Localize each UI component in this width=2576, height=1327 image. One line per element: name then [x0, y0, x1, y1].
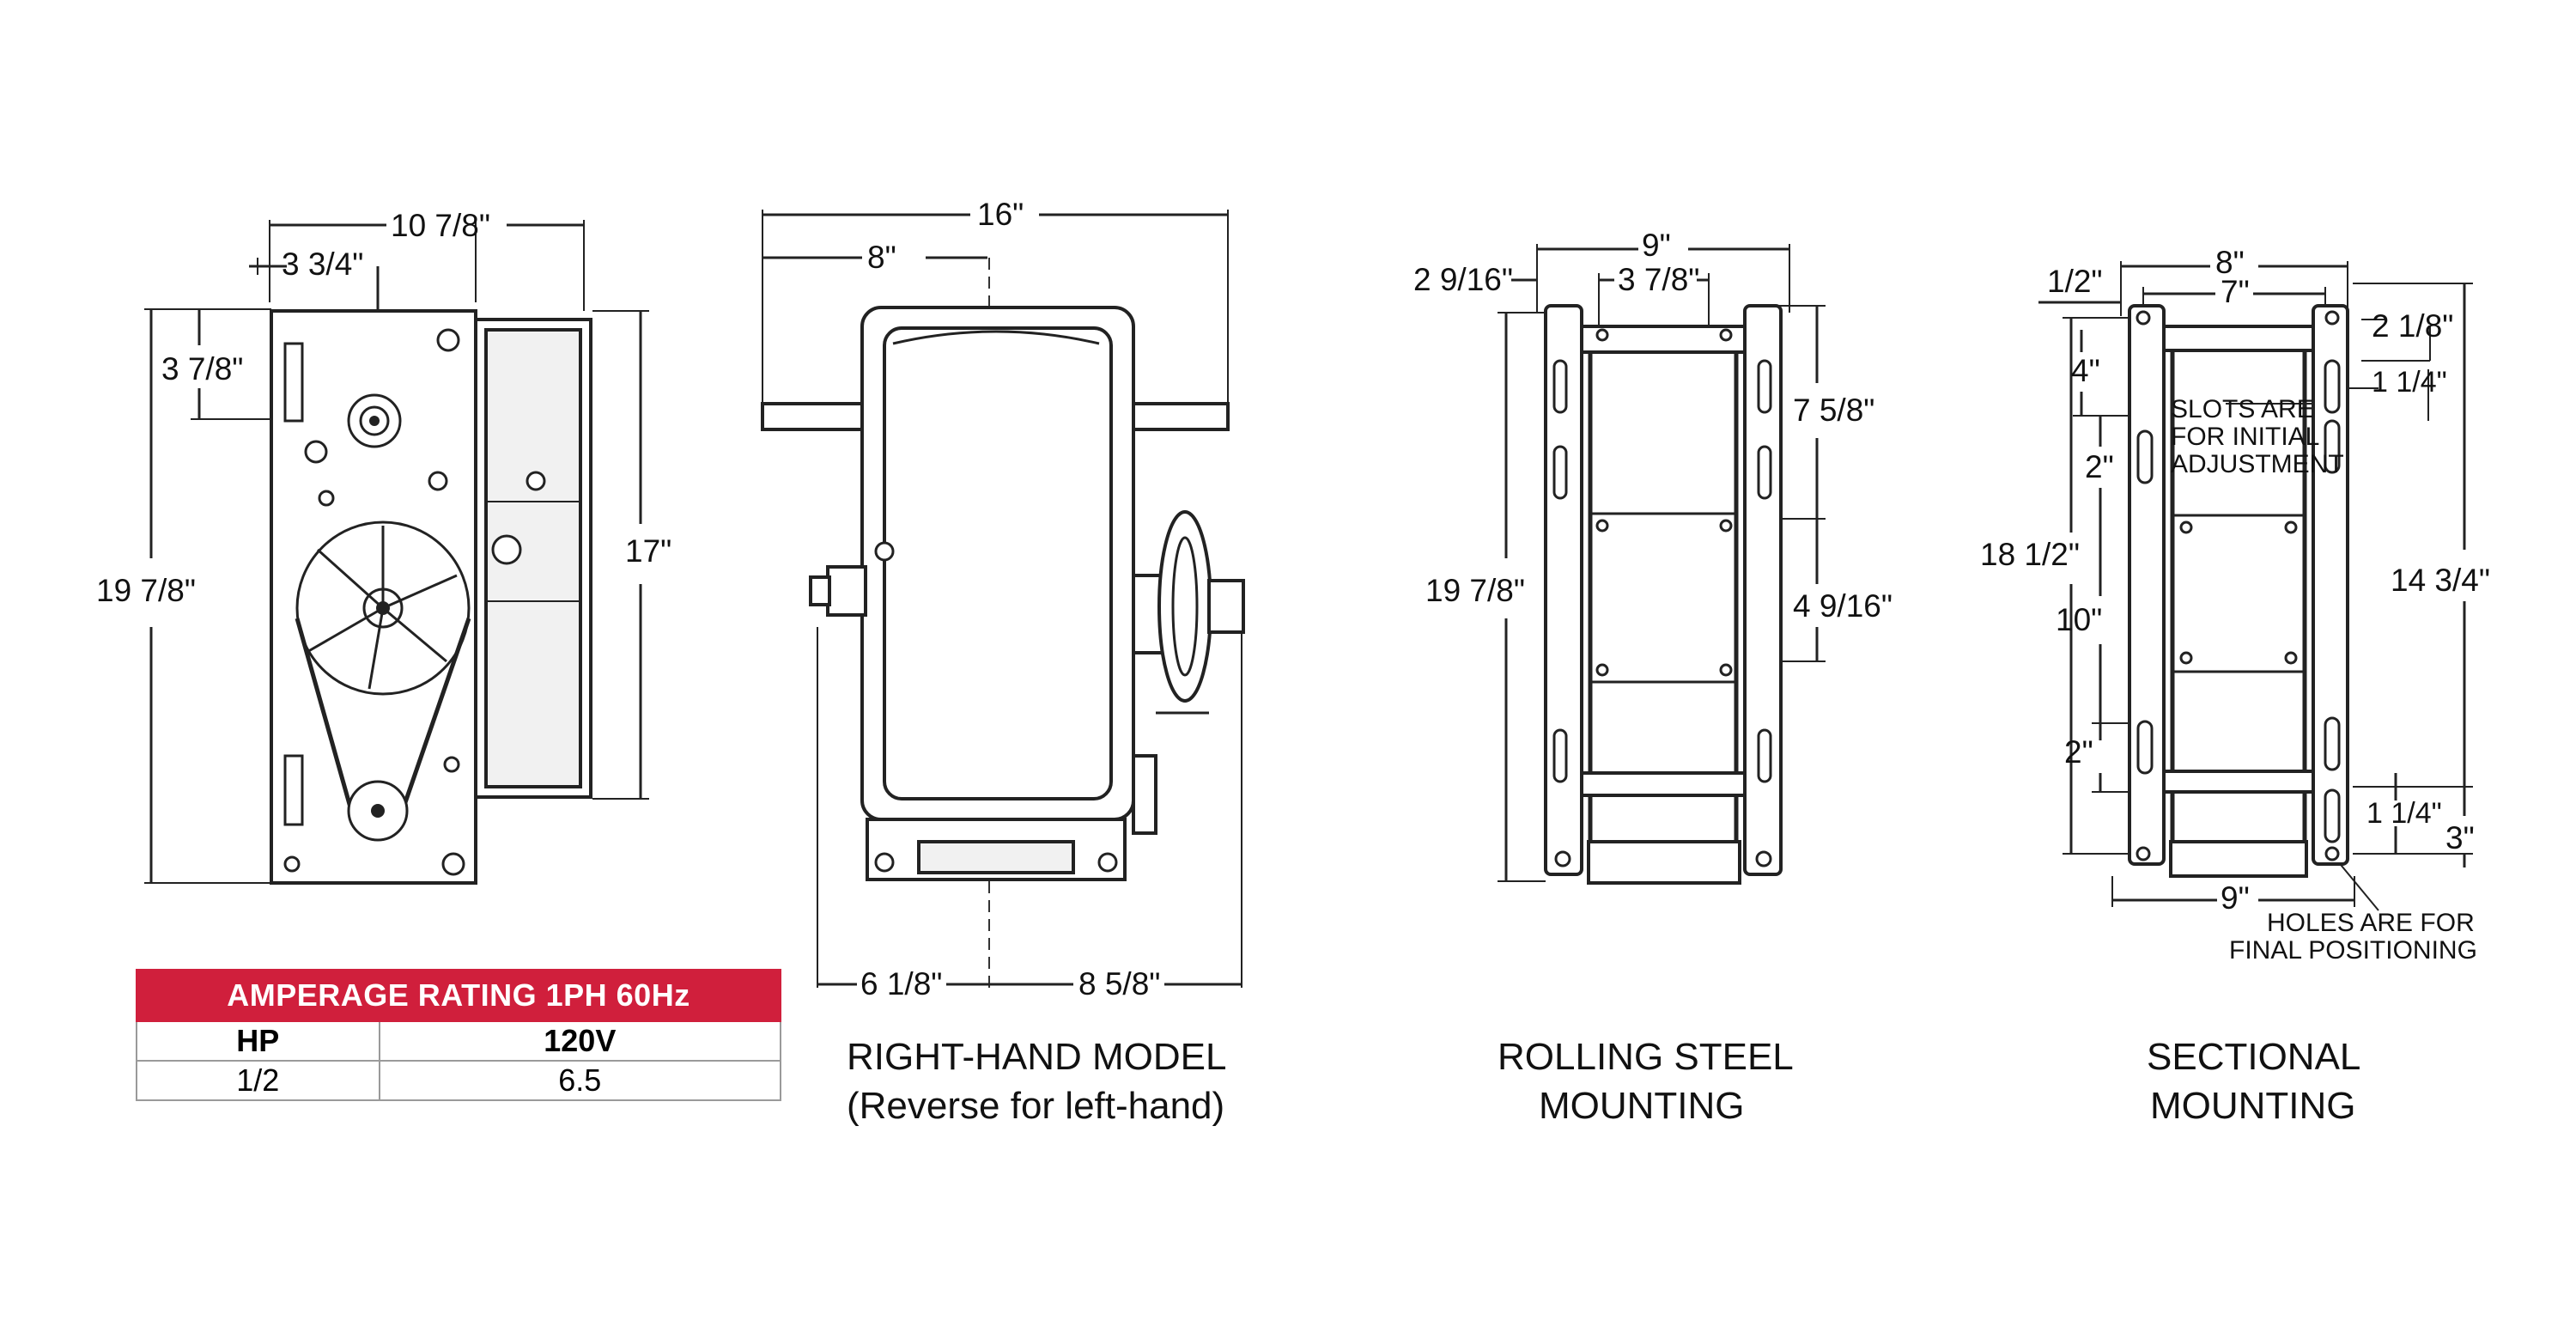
slots-note-line3: ADJUSTMENT [2171, 450, 2344, 478]
sectional-slot-two-bottom-label: 2" [2064, 734, 2093, 770]
side-caption-line2: (Reverse for left-hand) [847, 1085, 1224, 1127]
holes-note-line1: HOLES ARE FOR [2267, 909, 2475, 937]
sectional-dimension-lines [2038, 261, 2473, 911]
sectional-slot-right-bottom-label: 1 1/4" [2366, 797, 2442, 830]
slots-note-line2: FOR INITIAL [2171, 423, 2319, 451]
rolling-caption-line2: MOUNTING [1539, 1085, 1745, 1127]
rolling-caption-line1: ROLLING STEEL [1498, 1036, 1794, 1078]
rolling-left-offset-label: 2 9/16" [1413, 262, 1513, 297]
holes-note-line2: FINAL POSITIONING [2229, 936, 2477, 965]
lower-crossbar [1580, 771, 1747, 797]
sectional-ten-label: 10" [2056, 602, 2102, 637]
sectional-base [2169, 840, 2308, 878]
amperage-table: AMPERAGE RATING 1PH 60Hz HP 120V 1/2 6.5 [136, 969, 782, 1101]
side-view [761, 210, 1245, 988]
sectional-four-label: 4" [2071, 353, 2100, 388]
side-total-width-label: 16" [977, 197, 1024, 232]
sectional-height-left-label: 18 1/2" [1980, 537, 2080, 572]
sectional-height-right-label: 14 3/4" [2391, 563, 2490, 598]
front-shaft-height-label: 3 7/8" [161, 351, 243, 387]
rolling-width-label: 9" [1642, 228, 1671, 263]
sectional-caption-line1: SECTIONAL [2147, 1036, 2360, 1078]
sectional-three-label: 3" [2445, 820, 2475, 855]
amperage-value-hp: 1/2 [136, 1060, 380, 1101]
rolling-height-label: 19 7/8" [1425, 573, 1525, 608]
rolling-mid-right-label: 4 9/16" [1793, 588, 1893, 624]
sectional-lower-crossbar [2162, 770, 2315, 794]
side-caption-line1: RIGHT-HAND MODEL [847, 1036, 1226, 1078]
front-total-height-label: 19 7/8" [96, 573, 196, 608]
rolling-inner-label: 3 7/8" [1618, 262, 1699, 297]
sectional-inner-width-label: 7" [2221, 274, 2250, 309]
front-view [144, 220, 649, 885]
sectional-labels: 8" 7" 1/2" 2 1/8" 1 1/4" 4" 2" 18 1/2" 1… [1980, 245, 2490, 1127]
rolling-base [1587, 840, 1741, 885]
slots-note-line1: SLOTS ARE [2171, 395, 2314, 423]
amperage-value-amps: 6.5 [378, 1060, 782, 1101]
sectional-slot-two-top-label: 2" [2085, 449, 2114, 484]
sectional-left-rail [2128, 304, 2166, 866]
side-right-bottom-label: 8 5/8" [1078, 966, 1160, 1001]
sectional-bottom-width-label: 9" [2221, 880, 2250, 916]
amperage-header-voltage: 120V [378, 1020, 782, 1062]
rolling-dimension-lines [1498, 244, 1826, 882]
front-motor-height-label: 17" [625, 533, 671, 569]
amperage-header-hp: HP [136, 1020, 380, 1062]
rolling-upper-right-label: 7 5/8" [1793, 393, 1874, 428]
side-labels: 16" 8" 6 1/8" 8 5/8" RIGHT-HAND MODEL (R… [847, 197, 1226, 1127]
sectional-view [2038, 261, 2473, 911]
front-shaft-offset-label: 3 3/4" [282, 247, 363, 282]
sectional-half-inch-label: 1/2" [2047, 264, 2103, 299]
amperage-table-title: AMPERAGE RATING 1PH 60Hz [136, 969, 781, 1022]
side-left-bottom-label: 6 1/8" [860, 966, 942, 1001]
right-rail [1743, 304, 1783, 876]
rolling-labels: 9" 2 9/16" 3 7/8" 7 5/8" 19 7/8" 4 9/16"… [1413, 228, 1893, 1127]
sectional-slot-right-label: 1 1/4" [2372, 366, 2447, 399]
sectional-top-crossbar [2162, 325, 2315, 352]
left-rail [1544, 304, 1583, 876]
top-crossbar [1580, 325, 1747, 354]
front-width-label: 10 7/8" [391, 208, 490, 243]
sectional-right-rail [2312, 304, 2349, 866]
sectional-right-top-label: 2 1/8" [2372, 308, 2453, 344]
side-half-width-label: 8" [867, 240, 896, 275]
front-labels: 10 7/8" 3 3/4" 3 7/8" 19 7/8" 17" [96, 208, 671, 608]
sectional-caption-line2: MOUNTING [2150, 1085, 2356, 1127]
front-dimension-lines [144, 220, 649, 884]
rolling-steel-view [1498, 244, 1826, 885]
sectional-top-width-label: 8" [2215, 245, 2245, 280]
side-pulley [1157, 510, 1212, 703]
